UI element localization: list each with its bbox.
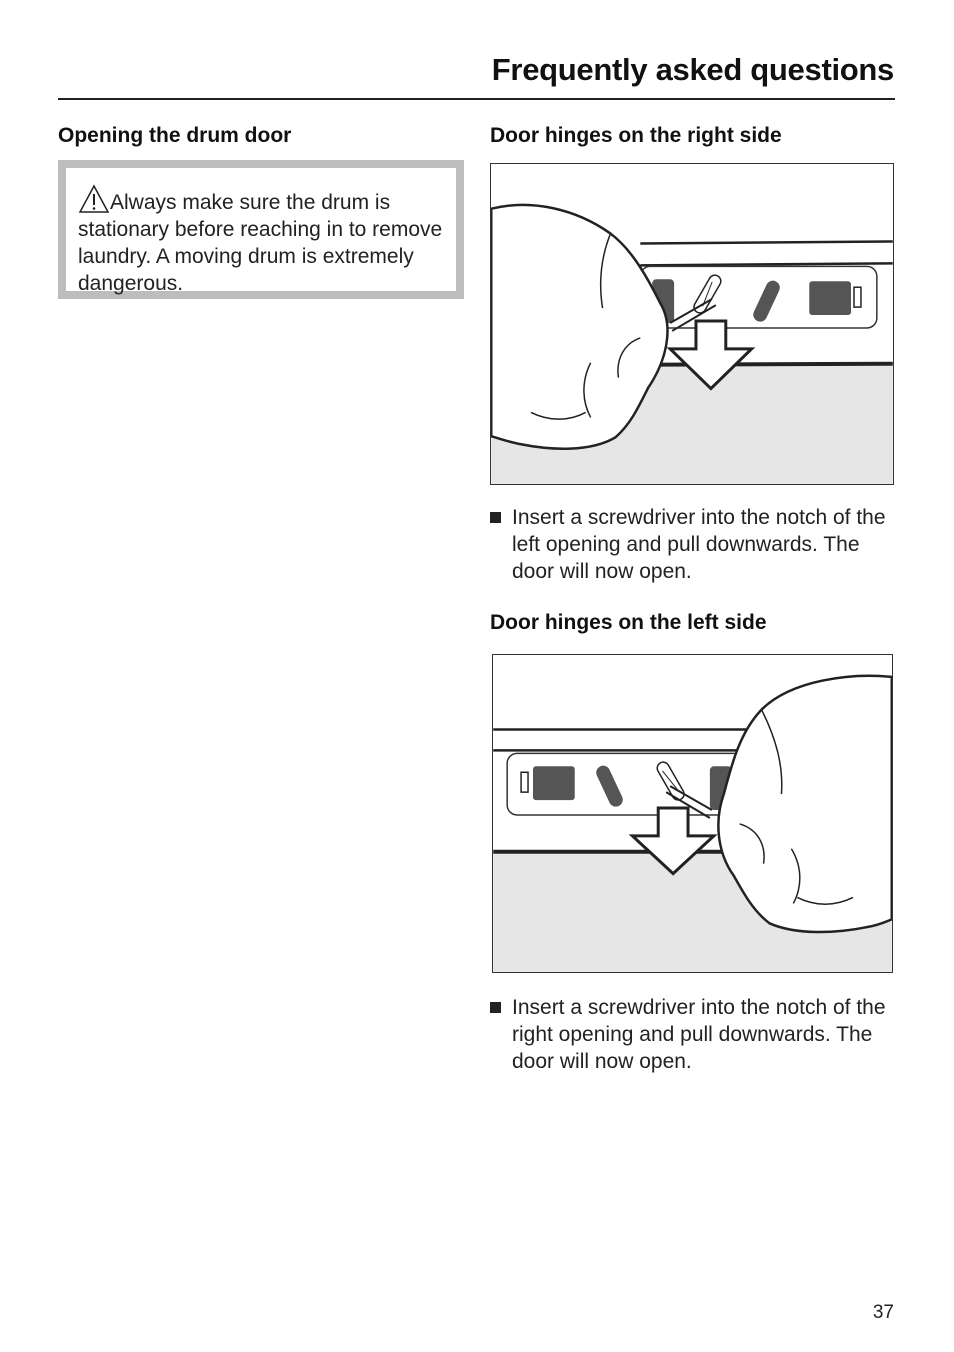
warning-triangle-icon [78,184,110,213]
page-title: Frequently asked questions [491,52,895,87]
section-heading-hinges-left: Door hinges on the left side [490,611,767,634]
instruction-hinges-right: Insert a screwdriver into the notch of t… [490,504,900,585]
section-heading-hinges-right: Door hinges on the right side [490,124,782,147]
warning-text: Always make sure the drum is stationary … [78,191,443,295]
instruction-text: Insert a screwdriver into the notch of t… [512,506,886,583]
bullet-icon [490,1002,501,1013]
screwdriver-illustration [491,203,893,484]
illustration-hinges-left [492,654,893,973]
bullet-icon [490,512,501,523]
page-number: 37 [872,1302,894,1323]
screwdriver-illustration [493,674,892,972]
warning-box: Always make sure the drum is stationary … [58,160,464,299]
illustration-hinges-right [490,163,894,485]
title-divider [58,98,895,100]
section-heading-opening-drum-door: Opening the drum door [58,124,292,147]
instruction-hinges-left: Insert a screwdriver into the notch of t… [490,994,900,1075]
instruction-text: Insert a screwdriver into the notch of t… [512,996,886,1073]
